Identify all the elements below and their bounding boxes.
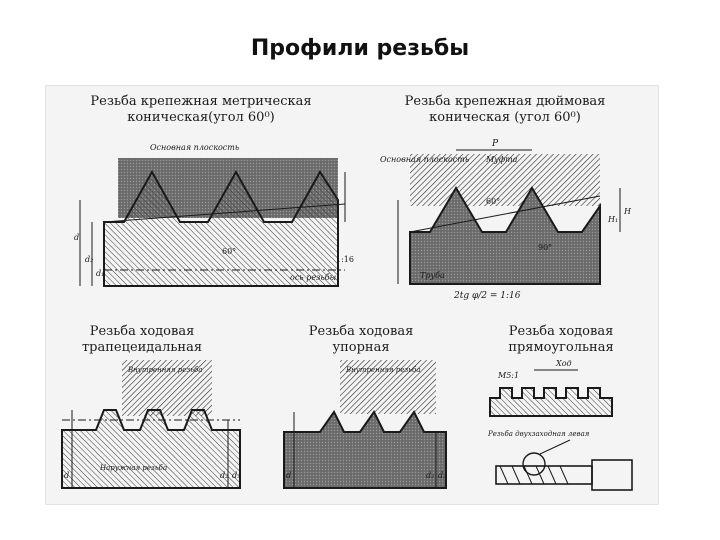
trapezoidal-nut-label: Внутренняя резьба xyxy=(127,366,203,374)
rectangular-heading-line1: Резьба ходовая xyxy=(508,324,614,339)
buttress-heading-line1: Резьба ходовая xyxy=(308,324,414,339)
inch-h1-label: H₁ xyxy=(607,215,618,224)
trapezoidal-bolt-label: Наружная резьба xyxy=(99,464,167,472)
inch-heading-line2: коническая (угол 60⁰) xyxy=(429,110,581,125)
buttress-thread-profile xyxy=(283,410,447,489)
rectangular-caption: Резьба двухзаходная левая xyxy=(487,430,590,438)
inch-coupling-label: Муфта xyxy=(485,155,518,164)
trapezoidal-heading-line2: трапецеидальная xyxy=(81,340,203,355)
metric-heading-line1: Резьба крепежная метрическая xyxy=(90,94,312,109)
metric-d2-label: d₂ xyxy=(85,255,93,264)
rectangular-heading-line2: прямоугольная xyxy=(508,340,614,355)
rectangular-screw-thread-2 xyxy=(511,465,521,485)
metric-d-label: d xyxy=(74,233,79,242)
trapezoidal-nut-region xyxy=(122,360,212,416)
inch-pitch-label: P xyxy=(491,139,499,149)
buttress-nut-region xyxy=(340,360,436,414)
inch-formula: 2tg φ/2 = 1:16 xyxy=(453,291,521,301)
buttress-d3-label: d₃ xyxy=(438,471,446,480)
inch-thread-profile xyxy=(409,186,601,285)
rectangular-screw-thread-5 xyxy=(547,465,557,485)
trapezoidal-thread-profile xyxy=(61,409,241,489)
metric-axis-label: ось резьбы xyxy=(290,273,336,282)
buttress-heading-line2: упорная xyxy=(332,340,390,355)
rectangular-screw-thread-1 xyxy=(499,465,509,485)
inch-coupling-region xyxy=(410,154,600,206)
trapezoidal-d-label: d xyxy=(64,471,69,480)
metric-heading-line2: коническая(угол 60⁰) xyxy=(127,110,275,125)
metric-tapered-drawing: Основная плоскость 60° ось резьбы 1:16 d… xyxy=(74,143,354,287)
metric-ratio-label: 1:16 xyxy=(336,255,354,264)
rectangular-pitch-label: Ход xyxy=(555,359,572,368)
trapezoidal-drawing: Внутренняя резьба Наружная резьба d d₂ d… xyxy=(61,360,241,489)
trapezoidal-d3-label: d₃ xyxy=(232,471,240,480)
trapezoidal-heading-line1: Резьба ходовая xyxy=(89,324,195,339)
rectangular-detail-circle xyxy=(522,452,546,476)
metric-thread-profile xyxy=(103,169,339,287)
buttress-drawing: Внутренняя резьба d d₂ d₃ xyxy=(283,360,447,489)
inch-h-label: H xyxy=(623,207,632,216)
rectangular-leader-line xyxy=(539,439,571,455)
trapezoidal-d2-label: d₂ xyxy=(220,471,228,480)
metric-base-plane-label: Основная плоскость xyxy=(150,143,239,152)
rectangular-screw-thread-4 xyxy=(535,465,545,485)
inch-taper-line xyxy=(409,195,601,233)
metric-taper-line xyxy=(103,203,346,223)
inch-angle-label: 60° xyxy=(486,197,500,206)
metric-angle-label: 60° xyxy=(222,247,236,256)
buttress-nut-label: Внутренняя резьба xyxy=(345,366,421,374)
rectangular-screw-head xyxy=(591,459,633,491)
inch-base-plane-label: Основная плоскость xyxy=(380,155,469,164)
rectangular-drawing: Ход M5:1 Резьба двухзаходная левая xyxy=(487,359,633,491)
rectangular-thread-profile xyxy=(489,387,613,417)
inch-angle90-label: 90° xyxy=(538,243,552,252)
rectangular-scale-label: M5:1 xyxy=(497,371,519,380)
inch-heading-line1: Резьба крепежная дюймовая xyxy=(404,94,606,109)
rectangular-screw-thread-3 xyxy=(523,465,533,485)
slide-title: Профили резьбы xyxy=(250,36,470,61)
buttress-d2-label: d₂ xyxy=(426,471,434,480)
buttress-d-label: d xyxy=(286,471,291,480)
rectangular-screw-thread-6 xyxy=(559,465,569,485)
metric-d1-label: d₁ xyxy=(96,269,104,278)
inch-tapered-drawing: Основная плоскость Муфта P 60° 90° Труба… xyxy=(380,139,632,301)
inch-pipe-label: Труба xyxy=(420,271,445,280)
